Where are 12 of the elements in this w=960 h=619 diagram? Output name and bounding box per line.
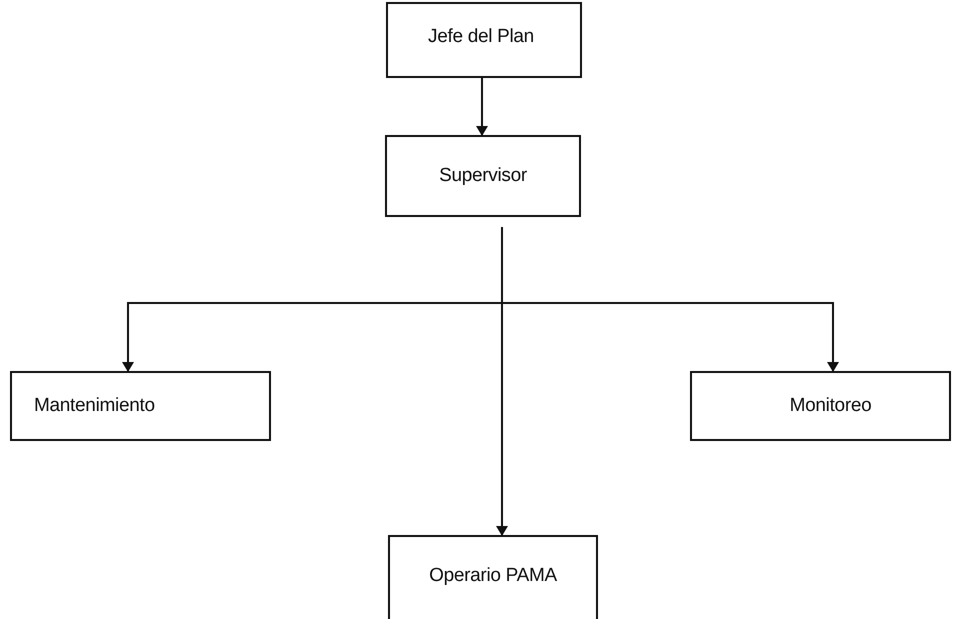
- connector-arrow: [476, 78, 488, 136]
- org-box: [386, 2, 582, 78]
- org-box: [690, 371, 951, 441]
- org-box: [385, 135, 581, 217]
- box-label: Operario PAMA: [429, 565, 557, 587]
- org-box: [10, 371, 271, 441]
- box-label: Supervisor: [439, 165, 527, 187]
- box-label: Monitoreo: [790, 395, 872, 417]
- box-label: Jefe del Plan: [428, 26, 534, 48]
- org-box: [388, 535, 598, 619]
- box-label: Mantenimiento: [34, 395, 155, 417]
- connector-arrow: [496, 227, 508, 536]
